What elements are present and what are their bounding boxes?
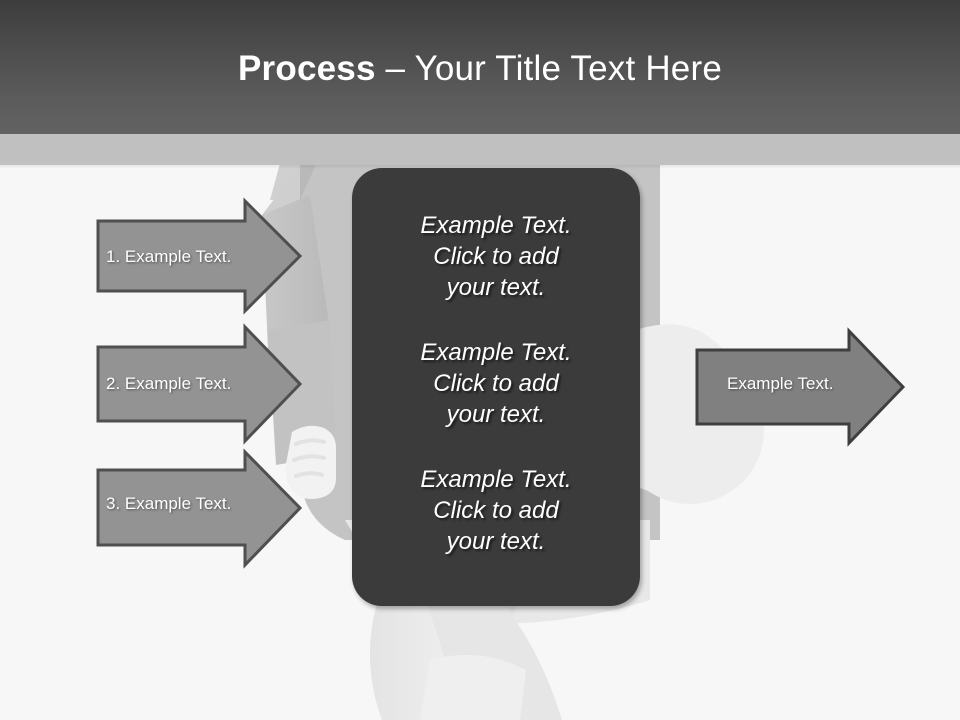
panel-text-block-3: Example Text. Click to add your text. [420,466,572,555]
output-arrow-label: Example Text. [727,374,834,393]
page-title-rest: – Your Title Text Here [375,49,722,88]
header-accent-band [0,134,960,165]
input-arrow-2[interactable] [93,322,305,446]
header-bar [0,0,960,134]
page-title: Process – Your Title Text Here [0,48,960,90]
input-arrow-3[interactable] [93,448,305,572]
header-band-shadow [0,165,960,169]
panel-text-block-1: Example Text. Click to add your text. [420,212,572,301]
panel-text-block-2: Example Text. Click to add your text. [420,339,572,428]
input-arrow-1[interactable] [93,196,305,316]
input-arrow-1-label: 1. Example Text. [106,247,232,266]
figure-hand [285,425,336,499]
input-arrow-2-label: 2. Example Text. [106,374,232,393]
input-arrow-3-label: 3. Example Text. [106,494,232,513]
output-arrow[interactable] [692,326,908,448]
figure-knee-highlight [420,654,526,720]
page-title-strong: Process [238,49,376,88]
center-content-panel[interactable]: Example Text. Click to add your text. Ex… [352,168,640,606]
